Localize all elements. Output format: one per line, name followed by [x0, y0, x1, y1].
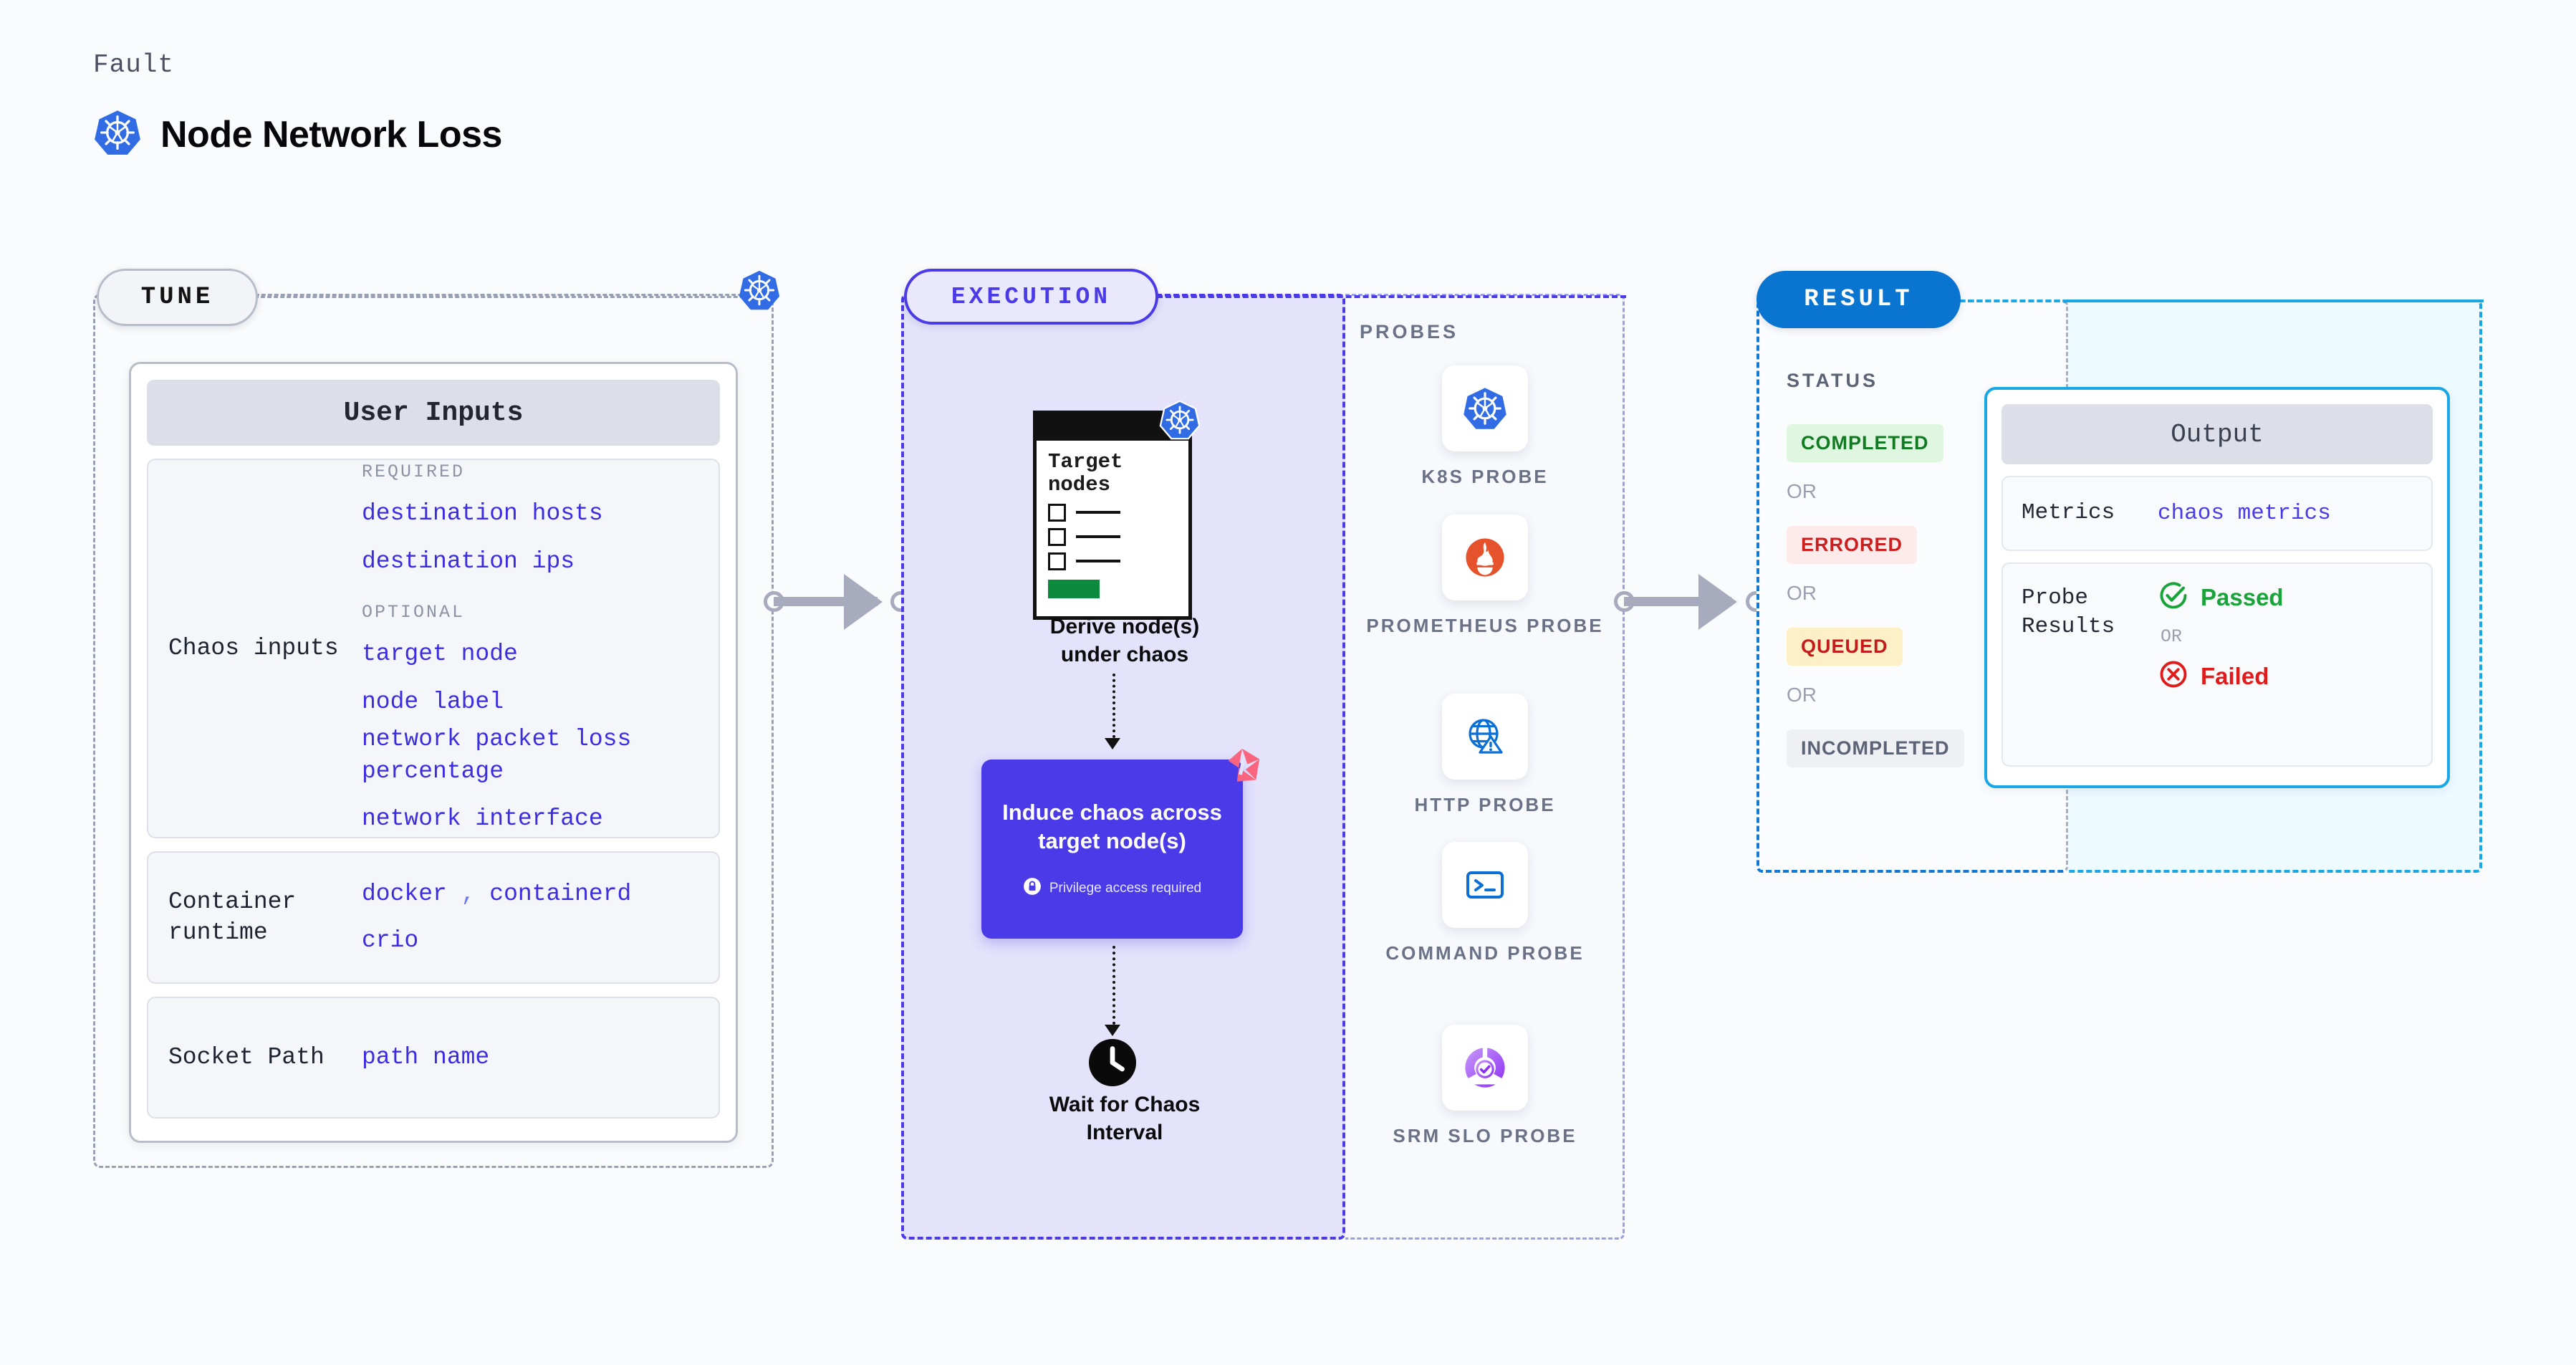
x-circle-icon [2158, 658, 2189, 694]
chaos-inputs-values: REQUIRED destination hosts destination i… [362, 461, 698, 835]
induce-chaos-text: Induce chaos across target node(s) [1002, 799, 1222, 853]
metrics-row: Metrics chaos metrics [2001, 476, 2433, 551]
output-card-title: Output [2001, 404, 2433, 464]
required-group-title: REQUIRED [362, 461, 466, 483]
probe-result-passed-text: Passed [2201, 583, 2284, 610]
input-destination-ips[interactable]: destination ips [362, 547, 575, 575]
probe-result-or: OR [2161, 626, 2183, 647]
input-destination-hosts[interactable]: destination hosts [362, 500, 603, 527]
probe-item-srm-slo[interactable]: SRM SLO PROBE [1345, 1025, 1625, 1149]
probes-section-label: PROBES [1360, 321, 1459, 343]
output-card: Output Metrics chaos metrics Probe Resul… [1984, 387, 2450, 788]
srm-slo-icon [1442, 1025, 1528, 1111]
derive-nodes-caption: Derive node(s) under chaos [1049, 615, 1200, 666]
status-or-3: OR [1787, 684, 1817, 706]
input-node-label[interactable]: node label [362, 688, 504, 715]
user-inputs-title: User Inputs [147, 380, 720, 446]
metrics-value[interactable]: chaos metrics [2158, 501, 2331, 526]
input-network-interface[interactable]: network interface [362, 805, 603, 833]
clock-icon [1087, 1037, 1138, 1092]
probe-label-prometheus: PROMETHEUS PROBE [1366, 615, 1604, 636]
wait-interval-caption: Wait for Chaos Interval [1049, 1093, 1201, 1144]
probe-result-passed: Passed [2158, 580, 2284, 615]
status-or-1: OR [1787, 480, 1817, 502]
harness-logo-icon [1221, 745, 1263, 790]
runtime-separator: , [461, 880, 476, 907]
result-connector-dash [1959, 300, 2484, 302]
user-inputs-card: User Inputs Chaos inputs REQUIRED destin… [129, 362, 738, 1143]
induce-chaos-node[interactable]: Induce chaos across target node(s) Privi… [981, 760, 1243, 939]
probe-label-k8s: K8S PROBE [1421, 466, 1549, 487]
runtime-crio[interactable]: crio [362, 926, 419, 954]
container-runtime-values: docker , containerd crio [362, 878, 698, 957]
target-node-item [1037, 527, 1188, 546]
terminal-icon [1442, 842, 1528, 928]
privilege-note-text: Privilege access required [1049, 881, 1202, 896]
chaos-inputs-label: Chaos inputs [168, 634, 339, 661]
target-nodes-card: Target nodes [1033, 400, 1201, 620]
privilege-note: Privilege access required [1023, 877, 1201, 900]
socket-path-value[interactable]: path name [362, 1043, 490, 1071]
flow-arrowhead-1 [1105, 738, 1120, 749]
flow-arrow-2 [1112, 946, 1115, 1025]
input-network-packet-loss-percentage[interactable]: network packet loss percentage [362, 726, 632, 785]
target-nodes-title: Target nodes [1048, 450, 1123, 497]
input-target-node[interactable]: target node [362, 641, 518, 668]
check-circle-icon [2158, 580, 2189, 615]
chaos-inputs-row: Chaos inputs REQUIRED destination hosts … [147, 459, 720, 838]
socket-path-values: path name [362, 1042, 698, 1074]
probe-results-values: Passed OR Failed [2158, 580, 2284, 694]
page-header: Fault [93, 50, 502, 161]
kubernetes-icon [738, 269, 781, 315]
probe-label-http: HTTP PROBE [1414, 794, 1556, 815]
probe-result-failed: Failed [2158, 658, 2284, 694]
socket-path-label: Socket Path [168, 1043, 325, 1071]
fault-label: Fault [93, 50, 175, 80]
target-node-item [1037, 503, 1188, 522]
page-title: Node Network Loss [160, 113, 502, 155]
optional-group-title: OPTIONAL [362, 602, 466, 623]
socket-path-row: Socket Path path name [147, 997, 720, 1119]
execution-stage-pill[interactable]: EXECUTION [904, 269, 1158, 325]
kubernetes-icon [1159, 399, 1201, 444]
probe-results-row: Probe Results Passed OR [2001, 562, 2433, 767]
flow-arrowhead-2 [1105, 1025, 1120, 1036]
tune-stage-pill[interactable]: TUNE [97, 269, 258, 326]
probe-item-command[interactable]: COMMAND PROBE [1345, 842, 1625, 966]
container-runtime-label: Container runtime [168, 888, 297, 946]
result-stage-pill[interactable]: RESULT [1756, 271, 1961, 328]
lock-icon [1023, 877, 1042, 900]
status-section-label: STATUS [1787, 370, 1878, 391]
prometheus-icon [1442, 514, 1528, 600]
status-badge-incompleted: INCOMPLETED [1787, 729, 1964, 767]
tune-connector-dash [254, 296, 770, 298]
probe-item-k8s[interactable]: K8S PROBE [1345, 365, 1625, 489]
metrics-label: Metrics [2022, 500, 2115, 526]
runtime-containerd[interactable]: containerd [489, 880, 632, 907]
probe-item-prometheus[interactable]: PROMETHEUS PROBE [1345, 514, 1625, 638]
target-nodes-progress-bar [1048, 579, 1100, 598]
execution-connector-dash [1157, 295, 1626, 298]
probe-label-command: COMMAND PROBE [1385, 942, 1585, 964]
title-row: Node Network Loss [93, 108, 502, 161]
kubernetes-icon [1442, 365, 1528, 451]
tune-stage-container [93, 294, 774, 1168]
status-badge-queued: QUEUED [1787, 628, 1903, 666]
probe-label-srm-slo: SRM SLO PROBE [1393, 1125, 1577, 1146]
container-runtime-row: Container runtime docker , containerd cr… [147, 851, 720, 984]
globe-warning-icon [1442, 694, 1528, 780]
status-badge-completed: COMPLETED [1787, 424, 1943, 462]
runtime-docker[interactable]: docker [362, 880, 447, 907]
status-or-2: OR [1787, 582, 1817, 604]
kubernetes-icon [93, 108, 142, 161]
status-badge-errored: ERRORED [1787, 526, 1918, 564]
flow-arrow-1 [1112, 674, 1115, 738]
probe-item-http[interactable]: HTTP PROBE [1345, 694, 1625, 818]
probe-results-label: Probe Results [2022, 585, 2115, 640]
probe-result-failed-text: Failed [2201, 662, 2269, 689]
target-node-item [1037, 552, 1188, 570]
